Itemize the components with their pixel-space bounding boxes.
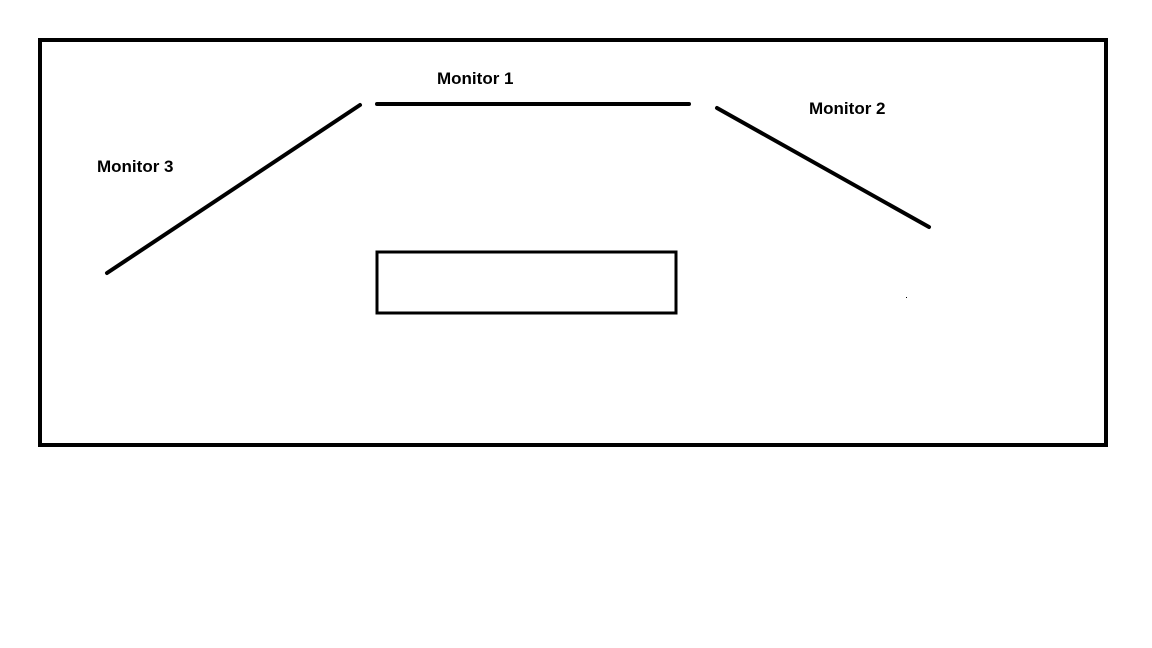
monitor-2-line	[715, 106, 931, 229]
desk-rectangle	[375, 250, 678, 315]
room-outline	[38, 38, 1108, 447]
monitor-2-label: Monitor 2	[809, 99, 886, 118]
monitor-3-label: Monitor 3	[97, 157, 174, 176]
stray-dot	[906, 297, 907, 298]
monitor-3-line	[105, 103, 362, 275]
monitor-1-label: Monitor 1	[437, 69, 514, 88]
